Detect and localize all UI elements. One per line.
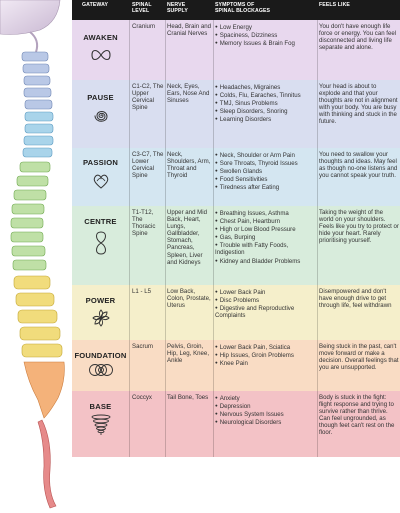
spinal-level: Sacrum (132, 343, 153, 350)
nerve-supply: Pelvis, Groin, Hip, Leg, Knee, Ankle (167, 343, 210, 365)
spiral-icon (94, 111, 108, 122)
symptoms-list: Breathing Issues, Asthma Chest Pain, Hea… (215, 209, 317, 265)
table-row: FOUNDATION Sacrum Pelvis, Groin, Hip, Le… (72, 340, 400, 391)
nerve-supply: Head, Brain and Cranial Nerves (167, 23, 212, 38)
nerve-supply: Tail Bone, Toes (167, 394, 209, 401)
gateway-name: PASSION (82, 158, 118, 167)
symptom-item: Digestive and Reproductive Complaints (215, 304, 317, 319)
symptom-item: Headaches, Migraines (215, 83, 317, 91)
symptom-item: Chest Pain, Heartburn (215, 217, 317, 225)
spinal-level: T1-T12, The Thoracic Spine (132, 209, 156, 238)
symptom-item: Spaciness, Dizziness (215, 31, 317, 39)
symptom-item: TMJ, Sinus Problems (215, 99, 317, 107)
symptom-item: Colds, Flu, Earaches, Tinnitus (215, 91, 317, 99)
infinity-icon (91, 49, 111, 61)
symptom-item: Kidney and Bladder Problems (215, 257, 317, 265)
symptom-item: High or Low Blood Pressure (215, 225, 317, 233)
spinal-level: Cranium (132, 23, 156, 30)
symptom-item: Lower Back Pain, Sciatica (215, 343, 317, 351)
gateway-name: AWAKEN (83, 33, 118, 42)
figure-eight-icon (96, 231, 106, 255)
symptom-item: Gas, Burping (215, 233, 317, 241)
spinal-level: C3-C7, The Lower Cervical Spine (132, 151, 164, 180)
symptom-item: Disc Problems (215, 296, 317, 304)
table-row: CENTRE T1-T12, The Thoracic Spine Upper … (72, 206, 400, 285)
symptoms-list: Neck, Shoulder or Arm Pain Sore Throats,… (215, 151, 317, 191)
nerve-supply: Neck, Eyes, Ears, Nose And Sinuses (167, 83, 210, 105)
gateway-name: FOUNDATION (74, 351, 127, 360)
table-row: BASE Coccyx Tail Bone, Toes Anxiety Depr… (72, 391, 400, 457)
gateway-cell: BASE (72, 391, 129, 457)
table-row: AWAKEN Cranium Head, Brain and Cranial N… (72, 20, 400, 80)
symptom-item: Food Sensitivities (215, 175, 317, 183)
gateway-cell: PAUSE (72, 80, 129, 148)
symptoms-list: Anxiety Depression Nervous System Issues… (215, 394, 317, 426)
feels-like: Disempowered and don't have enough drive… (319, 288, 392, 310)
spine-illustration (0, 0, 65, 509)
table-row: PAUSE C1-C2, The Upper Cervical Spine Ne… (72, 80, 400, 148)
spinal-level: C1-C2, The Upper Cervical Spine (132, 83, 164, 112)
symptom-item: Trouble with Fatty Foods, Indigestion (215, 241, 317, 256)
symptoms-list: Lower Back Pain, Sciatica Hip Issues, Gr… (215, 343, 317, 367)
gateway-name: PAUSE (87, 93, 114, 102)
header-feels-like: FEELS LIKE (319, 2, 350, 8)
feels-like: Body is stuck in the fight: flight respo… (319, 394, 395, 437)
gateway-name: CENTRE (84, 217, 117, 226)
feels-like: Taking the weight of the world on your s… (319, 209, 399, 245)
symptom-item: Depression (215, 402, 317, 410)
symptom-item: Hip Issues, Groin Problems (215, 351, 317, 359)
symptom-item: Learning Disorders (215, 115, 317, 123)
gateway-name: BASE (89, 402, 112, 411)
gateway-cell: POWER (72, 285, 129, 340)
symptom-item: Neurological Disorders (215, 418, 317, 426)
flower-icon (92, 309, 110, 327)
symptom-item: Sore Throats, Thyroid Issues (215, 159, 317, 167)
heart-knot-icon (93, 174, 109, 189)
symptoms-list: Low Energy Spaciness, Dizziness Memory I… (215, 23, 317, 47)
header-gateway: GATEWAY (82, 2, 109, 8)
gateway-name: POWER (85, 296, 116, 305)
symptom-item: Swollen Glands (215, 167, 317, 175)
feels-like: You don't have enough life force or ener… (319, 23, 397, 52)
symptom-item: Knee Pain (215, 359, 317, 367)
gateway-cell: PASSION (72, 148, 129, 206)
nerve-supply: Low Back, Colon, Prostate, Uterus (167, 288, 211, 310)
symptoms-list: Lower Back Pain Disc Problems Digestive … (215, 288, 317, 319)
symptom-item: Sleep Disorders, Snoring (215, 107, 317, 115)
table-row: POWER L1 - L5 Low Back, Colon, Prostate,… (72, 285, 400, 340)
nerve-supply: Upper and Mid Back, Heart, Lungs, Gallbl… (167, 209, 207, 266)
symptom-item: Lower Back Pain (215, 288, 317, 296)
feels-like: You need to swallow your thoughts and id… (319, 151, 398, 180)
spinal-level: L1 - L5 (132, 288, 151, 295)
gateway-cell: FOUNDATION (72, 340, 129, 391)
symptom-item: Breathing Issues, Asthma (215, 209, 317, 217)
gateway-cell: CENTRE (72, 206, 129, 285)
feels-like: Being stuck in the past, can't move forw… (319, 343, 399, 372)
nerve-supply: Neck, Shoulders, Arm, Throat and Thyroid (167, 151, 211, 180)
table-row: PASSION C3-C7, The Lower Cervical Spine … (72, 148, 400, 206)
symptoms-list: Headaches, Migraines Colds, Flu, Earache… (215, 83, 317, 123)
gateway-cell: AWAKEN (72, 20, 129, 80)
symptom-item: Neck, Shoulder or Arm Pain (215, 151, 317, 159)
symptom-item: Tiredness after Eating (215, 183, 317, 191)
symptom-item: Nervous System Issues (215, 410, 317, 418)
symptom-item: Anxiety (215, 394, 317, 402)
feels-like: Your head is about to explode and that y… (319, 83, 398, 126)
symptom-item: Low Energy (215, 23, 317, 31)
symptom-item: Memory Issues & Brain Fog (215, 39, 317, 47)
tornado-icon (91, 414, 111, 435)
spinal-level: Coccyx (132, 394, 152, 401)
rings-icon (89, 364, 113, 376)
